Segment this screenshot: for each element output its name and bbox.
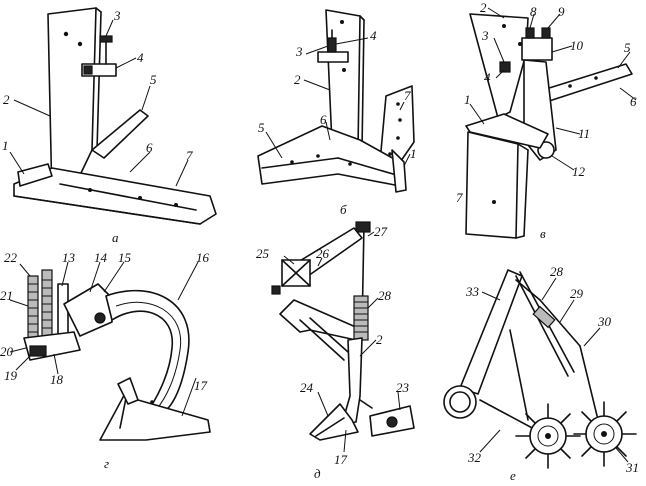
label-d-26: 26	[316, 246, 330, 261]
label-g-20: 20	[0, 344, 14, 359]
panel-a-flat-cutter-paw: 3 4 5 2 1 6 7 а	[2, 7, 217, 245]
label-e-33: 33	[465, 284, 480, 299]
label-b-4: 4	[370, 28, 377, 43]
label-e-31: 31	[625, 460, 639, 475]
caption-g: г	[104, 456, 109, 471]
label-v-1: 1	[464, 92, 471, 107]
label-g-16: 16	[196, 250, 210, 265]
panel-d-spring-loaded-paw: 25 26 27 28 2 24 23 17 д	[256, 221, 415, 481]
caption-a: а	[112, 230, 119, 245]
label-v-7: 7	[456, 190, 463, 205]
label-v-5: 5	[624, 40, 631, 55]
panel-v-chisel-paw: 2 8 9 3 10 5 4 6 1 11 12 7 в	[456, 0, 637, 241]
label-a-1: 1	[2, 138, 9, 153]
label-d-23: 23	[396, 380, 410, 395]
panel-b-lancet-paw: 3 4 2 7 5 6 1 б	[257, 9, 417, 217]
label-e-32: 32	[467, 450, 482, 465]
label-g-17: 17	[194, 378, 208, 393]
label-v-3: 3	[481, 28, 489, 43]
label-e-29: 29	[570, 286, 584, 301]
label-a-3: 3	[113, 8, 121, 23]
label-d-25: 25	[256, 246, 270, 261]
label-v-4: 4	[484, 70, 491, 85]
panel-e-rotary-harrow-section: 28 29 30 33 32 31 е	[443, 264, 639, 483]
rotary-wheel-1	[515, 403, 581, 469]
label-e-28: 28	[550, 264, 564, 279]
label-d-2: 2	[376, 332, 383, 347]
label-v-9: 9	[558, 4, 565, 19]
label-a-6: 6	[146, 140, 153, 155]
label-b-1: 1	[410, 146, 417, 161]
label-v-10: 10	[570, 38, 584, 53]
label-g-22: 22	[4, 250, 18, 265]
label-b-3: 3	[295, 44, 303, 59]
label-g-19: 19	[4, 368, 18, 383]
label-v-2: 2	[480, 0, 487, 15]
label-b-7: 7	[404, 88, 411, 103]
caption-b: б	[340, 202, 347, 217]
label-e-30: 30	[597, 314, 612, 329]
label-d-27: 27	[374, 224, 388, 239]
label-g-13: 13	[62, 250, 76, 265]
label-g-14: 14	[94, 250, 108, 265]
label-d-17: 17	[334, 452, 348, 467]
caption-v: в	[540, 226, 546, 241]
label-b-5: 5	[258, 120, 265, 135]
label-b-6: 6	[320, 112, 327, 127]
label-v-8: 8	[530, 4, 537, 19]
rotary-wheel-2	[573, 401, 637, 467]
label-g-21: 21	[0, 288, 13, 303]
panel-g-spring-tine: 22 13 14 15 16 21 20 19 18 17 г	[0, 250, 211, 471]
caption-e: е	[510, 468, 516, 483]
label-g-15: 15	[118, 250, 132, 265]
label-a-2: 2	[3, 92, 10, 107]
label-v-12: 12	[572, 164, 586, 179]
label-v-6: 6	[630, 94, 637, 109]
label-v-11: 11	[578, 126, 590, 141]
label-b-2: 2	[294, 72, 301, 87]
label-d-28: 28	[378, 288, 392, 303]
label-g-18: 18	[50, 372, 64, 387]
label-a-7: 7	[186, 148, 193, 163]
caption-d: д	[314, 466, 321, 481]
label-d-24: 24	[300, 380, 314, 395]
label-a-4: 4	[137, 50, 144, 65]
label-a-5: 5	[150, 72, 157, 87]
